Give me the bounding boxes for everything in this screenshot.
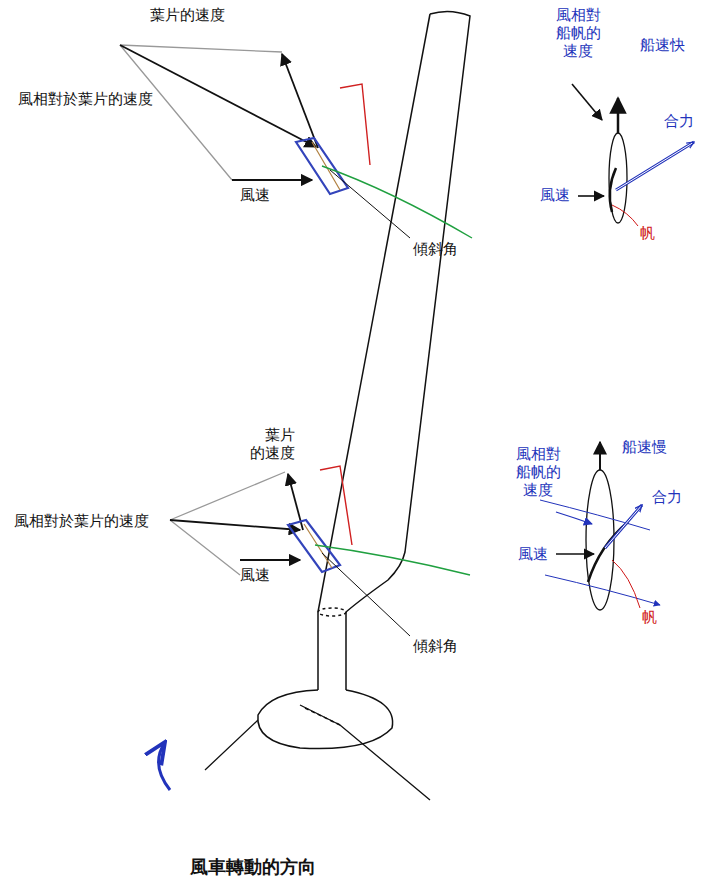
label: 風相對 船帆的 速度 [555, 6, 602, 60]
label: 風車轉動的方向 [190, 856, 316, 878]
label: 合力 [652, 488, 682, 506]
label: 合力 [664, 112, 694, 130]
lower-velocity-triangle [170, 466, 470, 636]
upper-velocity-triangle [120, 45, 472, 238]
label: 傾斜角 [413, 637, 458, 655]
label: 風相對於葉片的速度 [18, 90, 153, 108]
blade [205, 11, 470, 800]
rotation-arrow [159, 742, 170, 790]
label: 風速 [518, 545, 548, 563]
label: 傾斜角 [413, 240, 458, 258]
label: 風速 [240, 566, 270, 584]
label: 葉片的速度 [150, 6, 225, 24]
label: 帆 [640, 224, 655, 242]
label: 風速 [540, 186, 570, 204]
label: 帆 [642, 608, 657, 626]
fast-boat [572, 84, 694, 226]
label: 風相對於葉片的速度 [14, 512, 149, 530]
label: 葉片 的速度 [248, 426, 295, 462]
label: 船速快 [640, 36, 685, 54]
label: 風相對 船帆的 速度 [515, 445, 562, 499]
label: 風速 [240, 186, 270, 204]
label: 船速慢 [622, 438, 667, 456]
